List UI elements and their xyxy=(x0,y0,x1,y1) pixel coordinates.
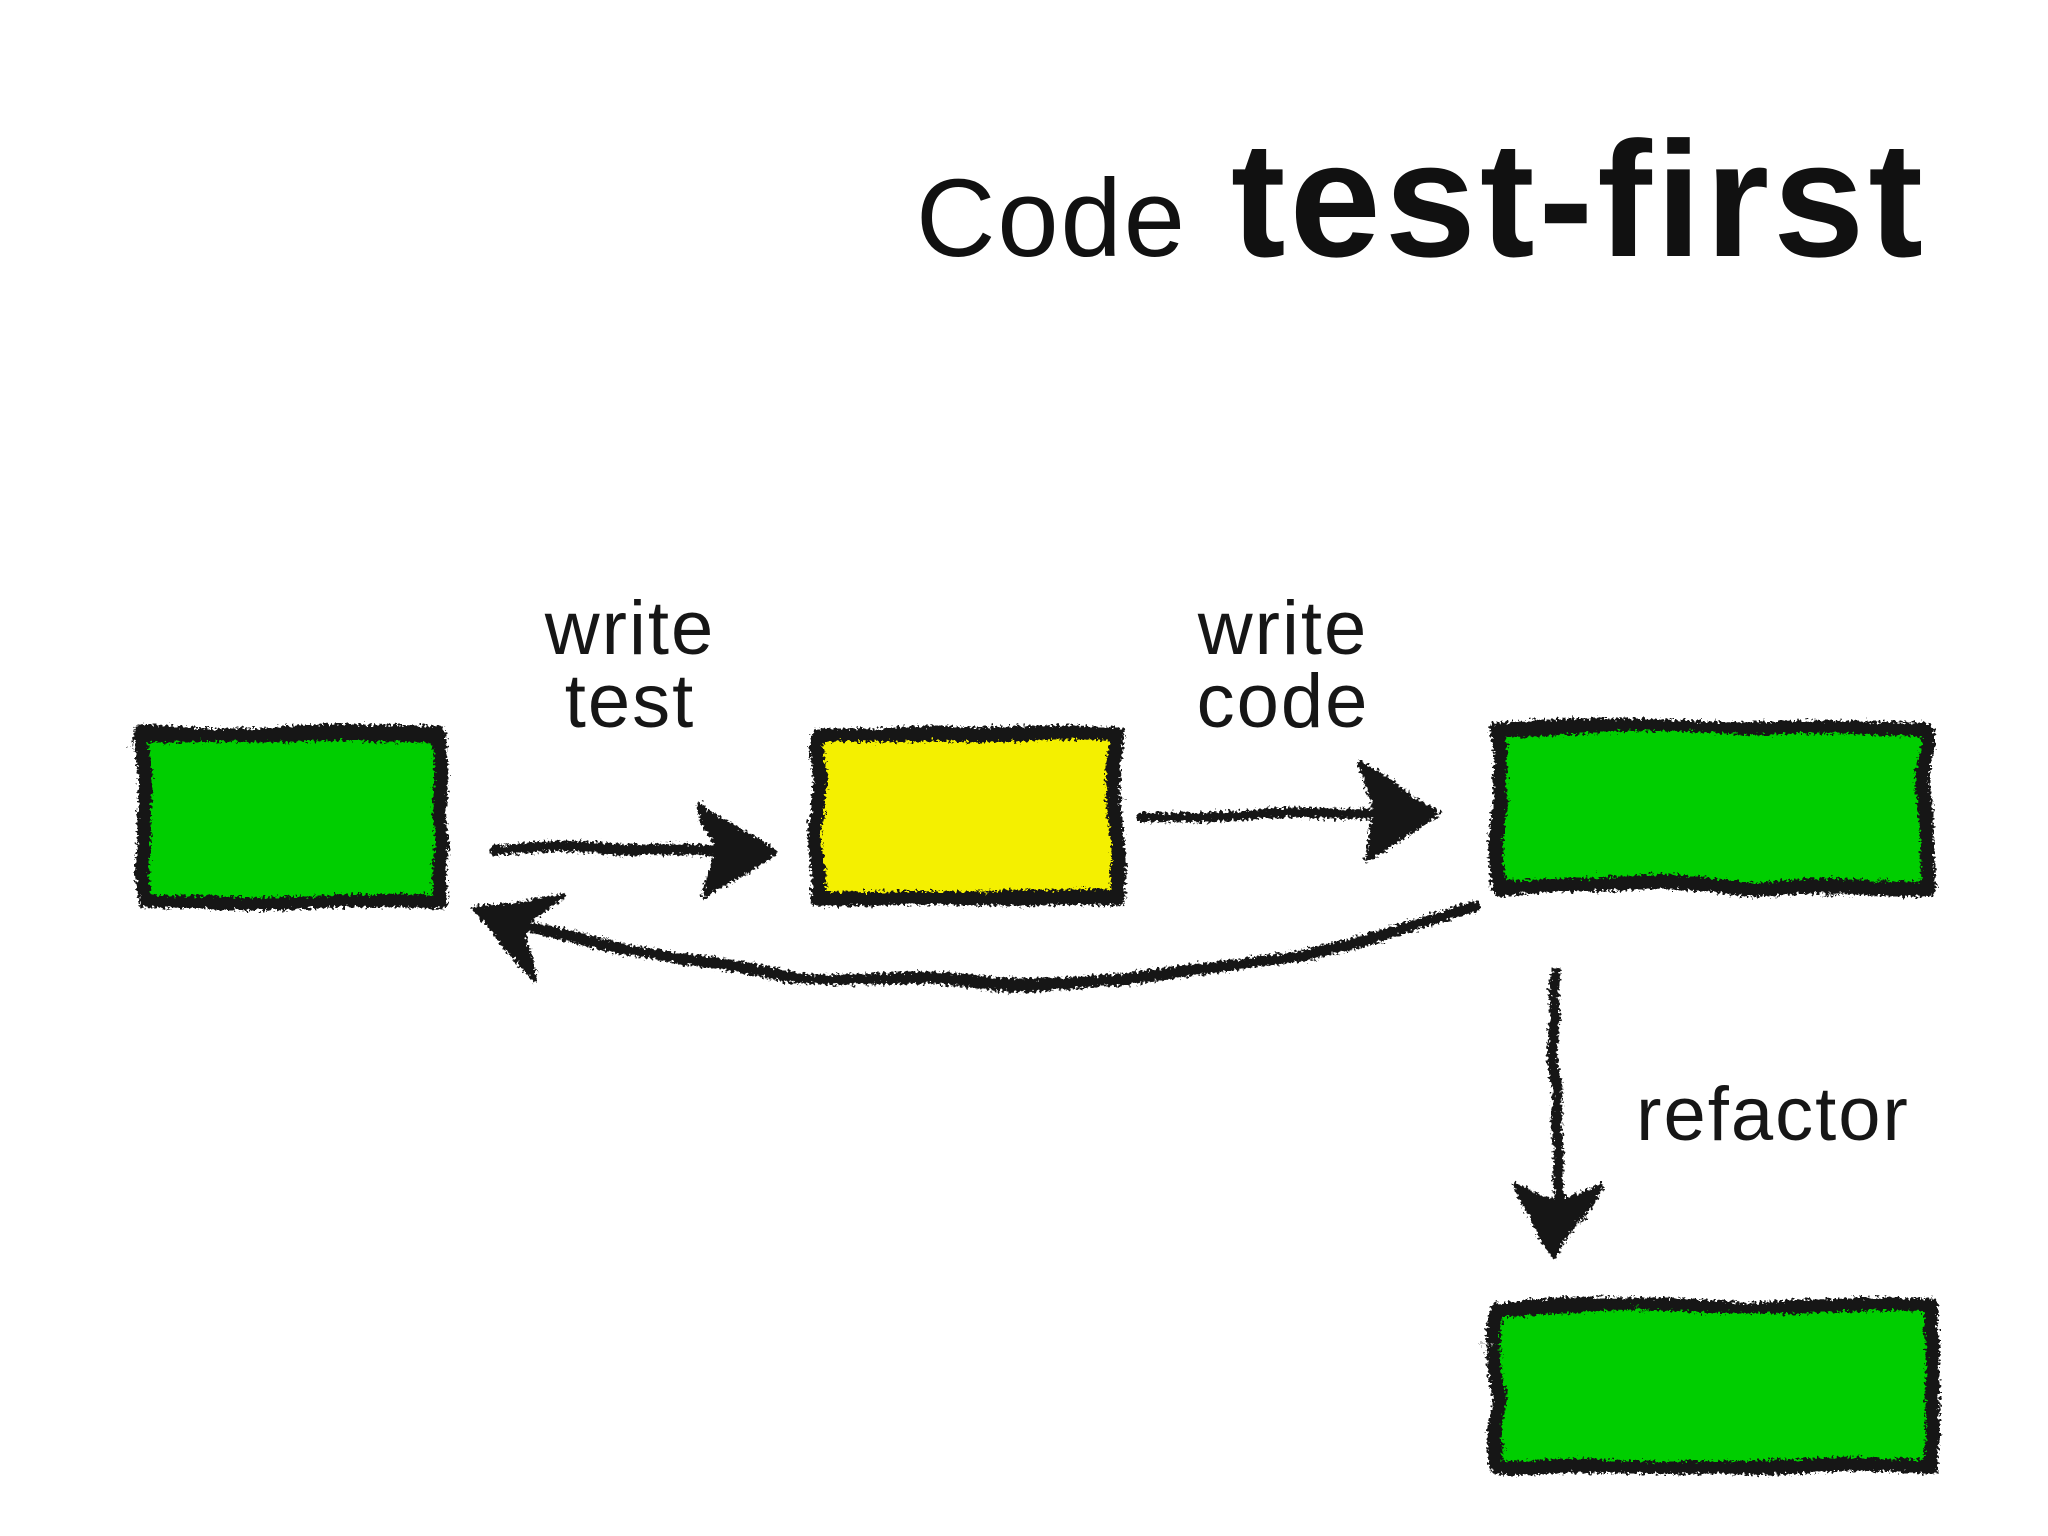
slide-title: Code test-first xyxy=(916,106,1927,294)
write-test-arrow-head xyxy=(692,797,774,894)
write-code-arrow-head xyxy=(1357,760,1439,857)
refactor-arrow-head xyxy=(1507,1178,1599,1259)
write-code-label: write code xyxy=(1196,586,1370,744)
slide-title-emphasis: test-first xyxy=(1230,108,1927,291)
refactor-arrow-shaft xyxy=(1546,965,1558,1205)
write-test-label-line2: test xyxy=(564,659,696,744)
write-code-arrow-shaft xyxy=(1134,803,1386,819)
write-test-arrow-shaft xyxy=(484,840,722,855)
refactor-label: refactor xyxy=(1636,1072,1910,1157)
write-code-label-line1: write xyxy=(1197,586,1369,671)
write-test-arrow xyxy=(484,797,774,894)
write-code-arrow xyxy=(1134,760,1439,857)
refactor-arrow xyxy=(1507,965,1599,1259)
write-test-label: write test xyxy=(544,586,716,744)
green-box-start xyxy=(133,723,443,905)
loop-back-arrow xyxy=(464,889,1475,987)
loop-back-arrow-shaft xyxy=(514,895,1475,987)
green-box-code-written xyxy=(1487,718,1930,890)
slide-title-regular: Code xyxy=(915,157,1187,280)
write-code-label-line2: code xyxy=(1196,659,1370,744)
green-box-refactored xyxy=(1486,1296,1935,1469)
yellow-box-test-written xyxy=(807,722,1120,900)
refactor-label-line1: refactor xyxy=(1636,1072,1910,1157)
write-test-label-line1: write xyxy=(544,586,716,671)
loop-back-arrow-head xyxy=(464,889,563,978)
